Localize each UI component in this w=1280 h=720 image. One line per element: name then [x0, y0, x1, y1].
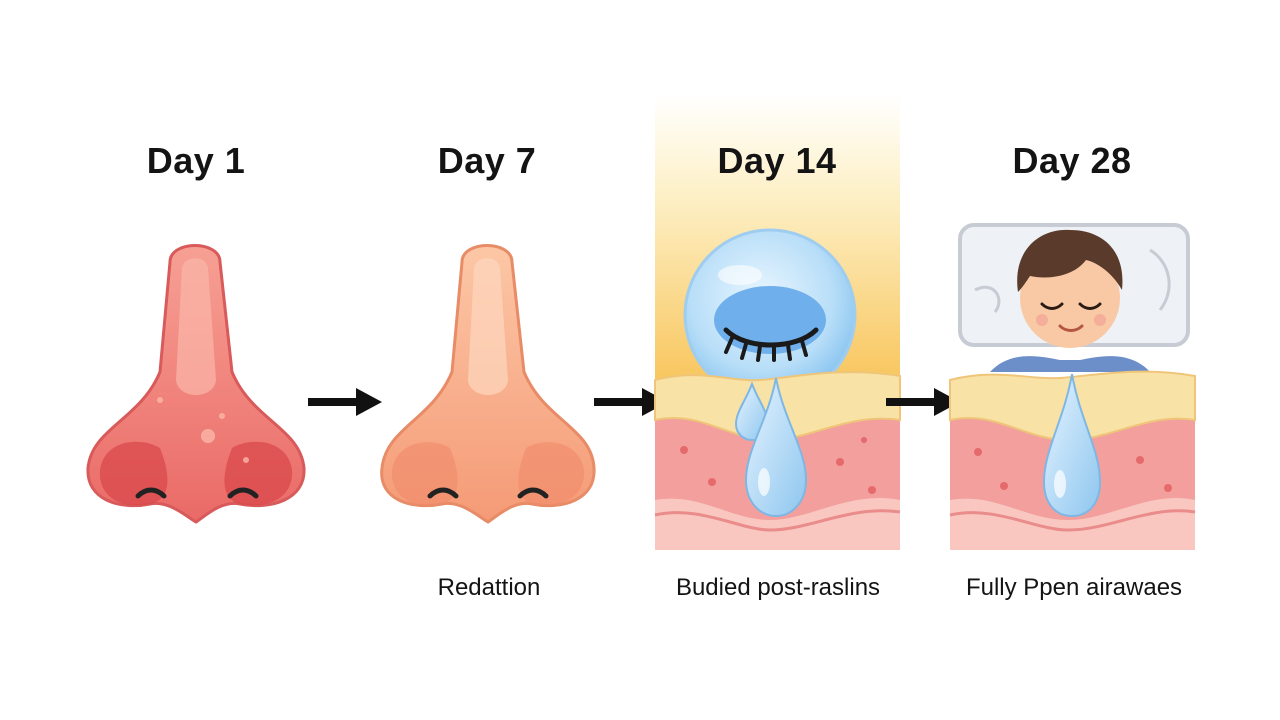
mucus-bubble-icon [655, 95, 900, 402]
stage-caption-day-14: Budied post-raslins [675, 574, 881, 601]
tissue-cross-section-day14 [654, 371, 901, 550]
inflamed-nose-icon [86, 244, 306, 524]
stage-title-day-14: Day 14 [717, 140, 837, 181]
arrow-right-icon [308, 388, 382, 416]
stage-caption-day-7: Redattion [437, 574, 541, 601]
stage-title-day-28: Day 28 [1012, 140, 1132, 181]
stage-title-day-1: Day 1 [146, 140, 246, 181]
tissue-cross-section-day28 [949, 370, 1196, 550]
arrow-right-icon [886, 388, 960, 416]
sleeping-person-icon [958, 223, 1190, 372]
healing-nose-icon [380, 244, 596, 524]
stage-title-day-7: Day 7 [437, 140, 537, 181]
stage-caption-day-28: Fully Ppen airawaes [965, 574, 1183, 601]
